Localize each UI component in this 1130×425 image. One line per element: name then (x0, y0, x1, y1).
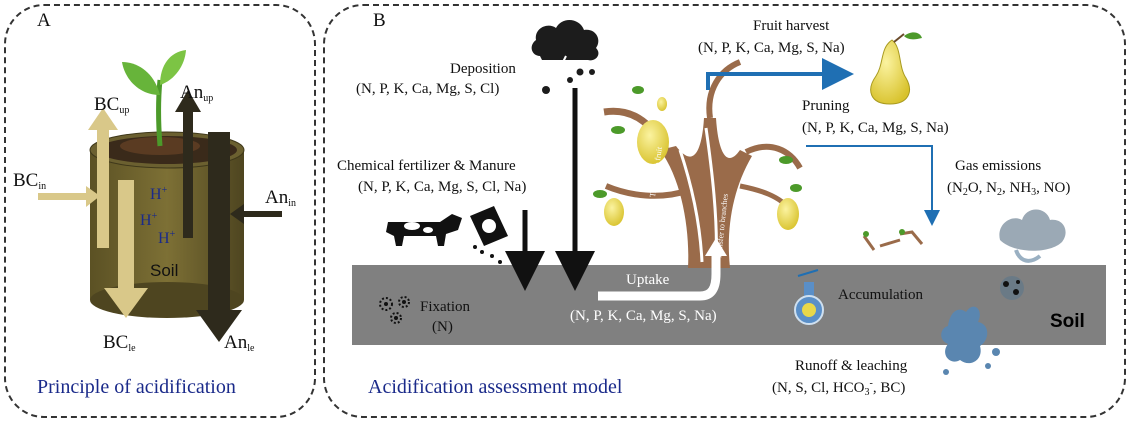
panel-b-letter: B (373, 10, 386, 31)
fertilizer-bag-icon (470, 206, 508, 264)
pruning-title: Pruning (802, 98, 850, 114)
gas-emissions-title: Gas emissions (955, 158, 1042, 174)
soil-label: Soil (150, 261, 179, 280)
fertilizer-title: Chemical fertilizer & Manure (337, 158, 516, 174)
an-le-arrow (196, 132, 242, 342)
bc-le-arrow (104, 180, 148, 318)
accumulation-label: Accumulation (838, 287, 923, 303)
bc-in-label: BCin (13, 170, 47, 192)
bc-le-label: BCle (103, 332, 136, 354)
pruned-branches-icon (862, 229, 924, 251)
uptake-elements: (N, P, K, Ca, Mg, S, Na) (570, 308, 717, 324)
harvest-arrow (706, 58, 854, 90)
panel-b-frame (323, 4, 1126, 418)
microbe-icon (379, 296, 410, 324)
uptake-arrowhead (705, 238, 727, 256)
an-up-arrow (175, 90, 201, 238)
pruning-arrow (806, 145, 940, 226)
uptake-title: Uptake (626, 272, 670, 288)
cow-icon (386, 214, 462, 246)
accumulation-flask-icon (794, 269, 824, 325)
pruning-elements: (N, P, K, Ca, Mg, S, Na) (802, 120, 949, 136)
fixation-title: Fixation (420, 299, 471, 315)
an-in-arrow (230, 204, 282, 224)
harvested-pear-icon (870, 32, 922, 105)
an-in-label: Anin (265, 187, 297, 209)
runoff-title: Runoff & leaching (795, 358, 908, 374)
an-le-label: Anle (224, 332, 255, 354)
panel-a-caption: Principle of acidification (37, 376, 236, 398)
an-up-label: Anup (180, 82, 214, 104)
h-ion-label: H+ (150, 185, 168, 204)
soil-label-b: Soil (1050, 311, 1085, 332)
runoff-elements: (N, S, Cl, HCO3-, BC) (772, 378, 906, 398)
sprout-icon (122, 50, 186, 147)
fixation-elements: (N) (432, 319, 453, 335)
rain-cloud-icon (531, 19, 599, 94)
water-splash-icon (941, 306, 1000, 375)
soil-microbe-icon (1000, 276, 1024, 300)
fruit-harvest-title: Fruit harvest (753, 18, 830, 34)
h-ion-label: H+ (158, 229, 176, 248)
panel-a-frame (4, 4, 316, 418)
bc-in-arrow (38, 186, 100, 207)
deposition-title: Deposition (450, 61, 516, 77)
uptake-arrow (598, 252, 721, 301)
gas-emissions-elements: (N2O, N2, NH3, NO) (947, 180, 1071, 198)
h-ion-label: H+ (140, 211, 158, 230)
bc-up-arrow (88, 108, 118, 248)
deposition-elements: (N, P, K, Ca, Mg, S, Cl) (356, 81, 500, 97)
panel-a-letter: A (37, 10, 51, 31)
pear-tree-icon (593, 59, 803, 268)
fertilizer-elements: (N, P, K, Ca, Mg, S, Cl, Na) (358, 179, 527, 195)
gas-emission-icon (999, 209, 1066, 263)
bc-up-label: BCup (94, 94, 130, 116)
panel-b-caption: Acidification assessment model (368, 376, 623, 398)
fruit-harvest-elements: (N, P, K, Ca, Mg, S, Na) (698, 40, 845, 56)
